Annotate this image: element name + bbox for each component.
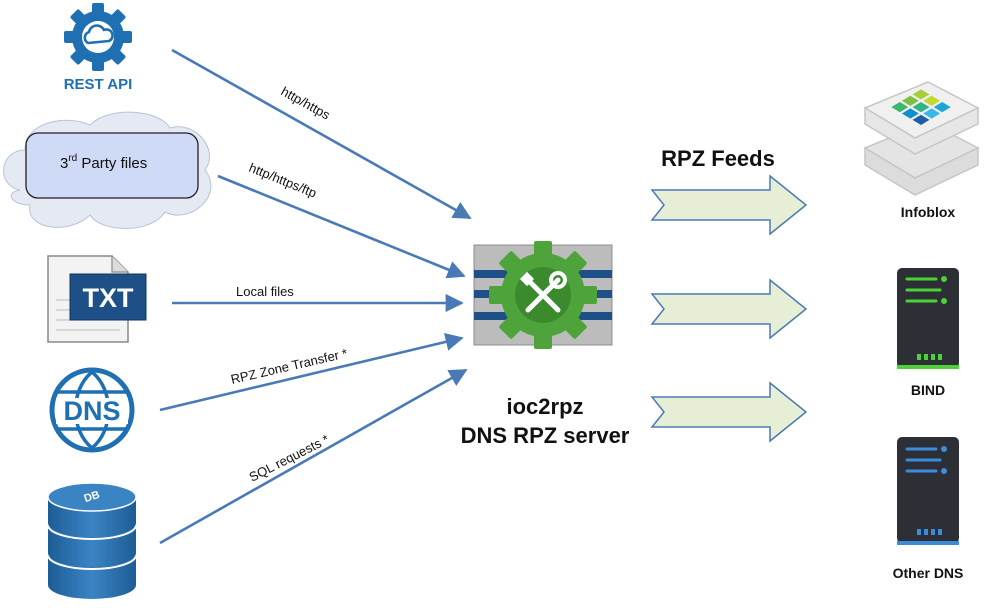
server-name: ioc2rpz bbox=[506, 394, 583, 419]
txt-file-icon bbox=[47, 255, 147, 343]
feed-arrow-3 bbox=[650, 381, 808, 443]
bind-label: BIND bbox=[911, 382, 945, 398]
arrow-third-party bbox=[217, 174, 466, 279]
bind-server-icon bbox=[897, 268, 959, 369]
third-party-cloud-icon bbox=[3, 111, 212, 229]
feed-arrow-2 bbox=[650, 278, 808, 340]
rest-api-gear-icon bbox=[64, 3, 132, 71]
dns-label: DNS bbox=[63, 396, 120, 426]
txt-label: TXT bbox=[83, 283, 135, 313]
other-dns-server-icon bbox=[897, 437, 959, 545]
edge-label-zone: RPZ Zone Transfer * bbox=[229, 345, 349, 386]
edge-label-third-party: http/https/ftp bbox=[247, 160, 319, 201]
server-gear-icon bbox=[473, 241, 613, 349]
arrow-sql bbox=[159, 368, 468, 545]
feed-arrows bbox=[650, 174, 808, 443]
edge-label-rest: http/https bbox=[279, 84, 333, 123]
third-party-prefix: 3 bbox=[60, 155, 68, 172]
server-subtitle: DNS RPZ server bbox=[461, 423, 630, 448]
arrow-rest bbox=[171, 48, 472, 220]
input-arrows bbox=[159, 48, 472, 545]
feed-arrow-1 bbox=[650, 174, 808, 236]
feeds-title: RPZ Feeds bbox=[661, 146, 775, 171]
edge-label-local: Local files bbox=[236, 284, 294, 299]
edge-label-sql: SQL requests * bbox=[247, 431, 332, 484]
rest-api-label: REST API bbox=[64, 76, 133, 93]
third-party-suffix: Party files bbox=[77, 155, 147, 172]
arrow-zone bbox=[159, 332, 464, 412]
db-label: DB bbox=[83, 489, 102, 505]
third-party-sup: rd bbox=[68, 153, 77, 164]
other-dns-label: Other DNS bbox=[893, 565, 964, 581]
infoblox-label: Infoblox bbox=[901, 204, 956, 220]
third-party-label: 3rd Party files bbox=[60, 153, 147, 172]
dns-globe-icon bbox=[49, 367, 135, 453]
cloud-icon bbox=[83, 24, 114, 45]
infoblox-icon bbox=[863, 81, 980, 196]
database-icon bbox=[47, 482, 137, 599]
